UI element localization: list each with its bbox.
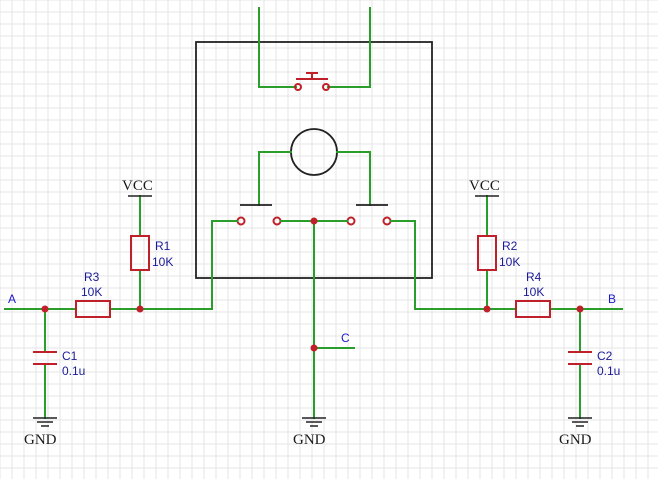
encoder-contact-b: [382, 216, 392, 226]
junction-r1: [136, 305, 144, 313]
resistor-r4: [515, 300, 551, 318]
label-r4-value: 10K: [523, 285, 544, 299]
capacitor-c2: [568, 351, 592, 365]
label-gnd-right: GND: [559, 432, 592, 448]
resistor-r3: [75, 300, 111, 318]
label-c2-ref: C2: [597, 349, 613, 363]
capacitor-c1: [33, 351, 57, 365]
junction-c: [310, 344, 318, 352]
rotary-encoder: [211, 128, 416, 310]
resistor-r1: [130, 235, 150, 271]
gnd-symbol-mid: [302, 417, 326, 427]
label-c1-value: 0.1u: [62, 364, 85, 378]
push-contact-left: [294, 83, 302, 91]
label-r1-value: 10K: [152, 255, 173, 269]
label-r4-ref: R4: [526, 270, 542, 284]
junction-b: [576, 305, 584, 313]
junction-common: [310, 217, 318, 225]
wire-encoder-a: [211, 220, 238, 310]
junction-a: [41, 305, 49, 313]
wire-knob-right: [336, 151, 371, 206]
label-gnd-mid: GND: [293, 432, 326, 448]
label-r2-ref: R2: [502, 239, 518, 253]
label-r1-ref: R1: [155, 239, 171, 253]
label-net-b: B: [608, 292, 616, 306]
encoder-contact-c2: [346, 216, 356, 226]
resistor-r2: [477, 235, 497, 271]
junction-r2: [483, 305, 491, 313]
label-net-a: A: [8, 292, 16, 306]
wire-encoder-b: [390, 220, 416, 310]
wire-push-right: [327, 7, 371, 88]
label-c1-ref: C1: [62, 349, 78, 363]
label-r3-value: 10K: [81, 285, 102, 299]
label-r3-ref: R3: [84, 270, 100, 284]
label-vcc-left: VCC: [122, 178, 153, 194]
wire-push-left: [258, 7, 297, 88]
label-c2-value: 0.1u: [597, 364, 620, 378]
push-contact-right: [322, 83, 330, 91]
gnd-symbol-right: [568, 417, 592, 427]
label-net-c: C: [341, 331, 350, 345]
label-r2-value: 10K: [499, 255, 520, 269]
gnd-symbol-left: [33, 417, 57, 427]
encoder-contact-a: [236, 216, 246, 226]
encoder-contact-c1: [272, 216, 282, 226]
label-gnd-left: GND: [24, 432, 57, 448]
label-vcc-right: VCC: [469, 178, 500, 194]
wire-knob-left: [258, 151, 292, 206]
push-switch: [258, 7, 371, 91]
